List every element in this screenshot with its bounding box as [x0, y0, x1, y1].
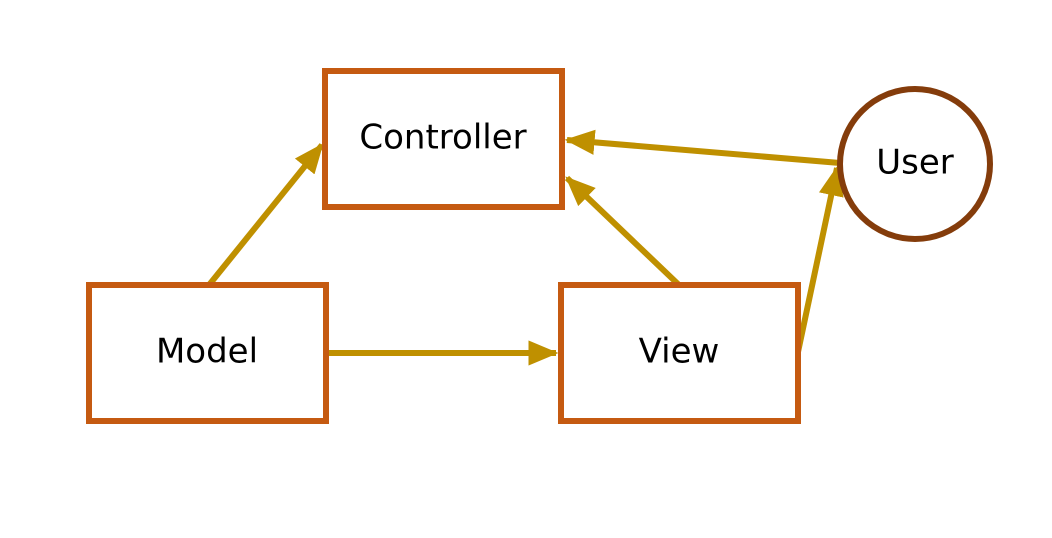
user-label: User [876, 143, 954, 183]
view-box [558, 282, 801, 424]
view-node: View [558, 282, 801, 424]
arrow-view-to-controller [564, 175, 682, 288]
controller-node: Controller [322, 68, 565, 210]
model-node: Model [86, 282, 329, 424]
controller-label: Controller [359, 118, 526, 158]
controller-box [322, 68, 565, 210]
arrow-user-to-controller [564, 129, 841, 166]
model-label: Model [156, 332, 258, 372]
arrow-model-to-controller [206, 143, 325, 287]
model-box [86, 282, 329, 424]
view-label: View [639, 332, 720, 372]
arrow-view-to-user [795, 165, 844, 353]
user-circle [837, 86, 993, 242]
user-node: User [837, 86, 993, 242]
